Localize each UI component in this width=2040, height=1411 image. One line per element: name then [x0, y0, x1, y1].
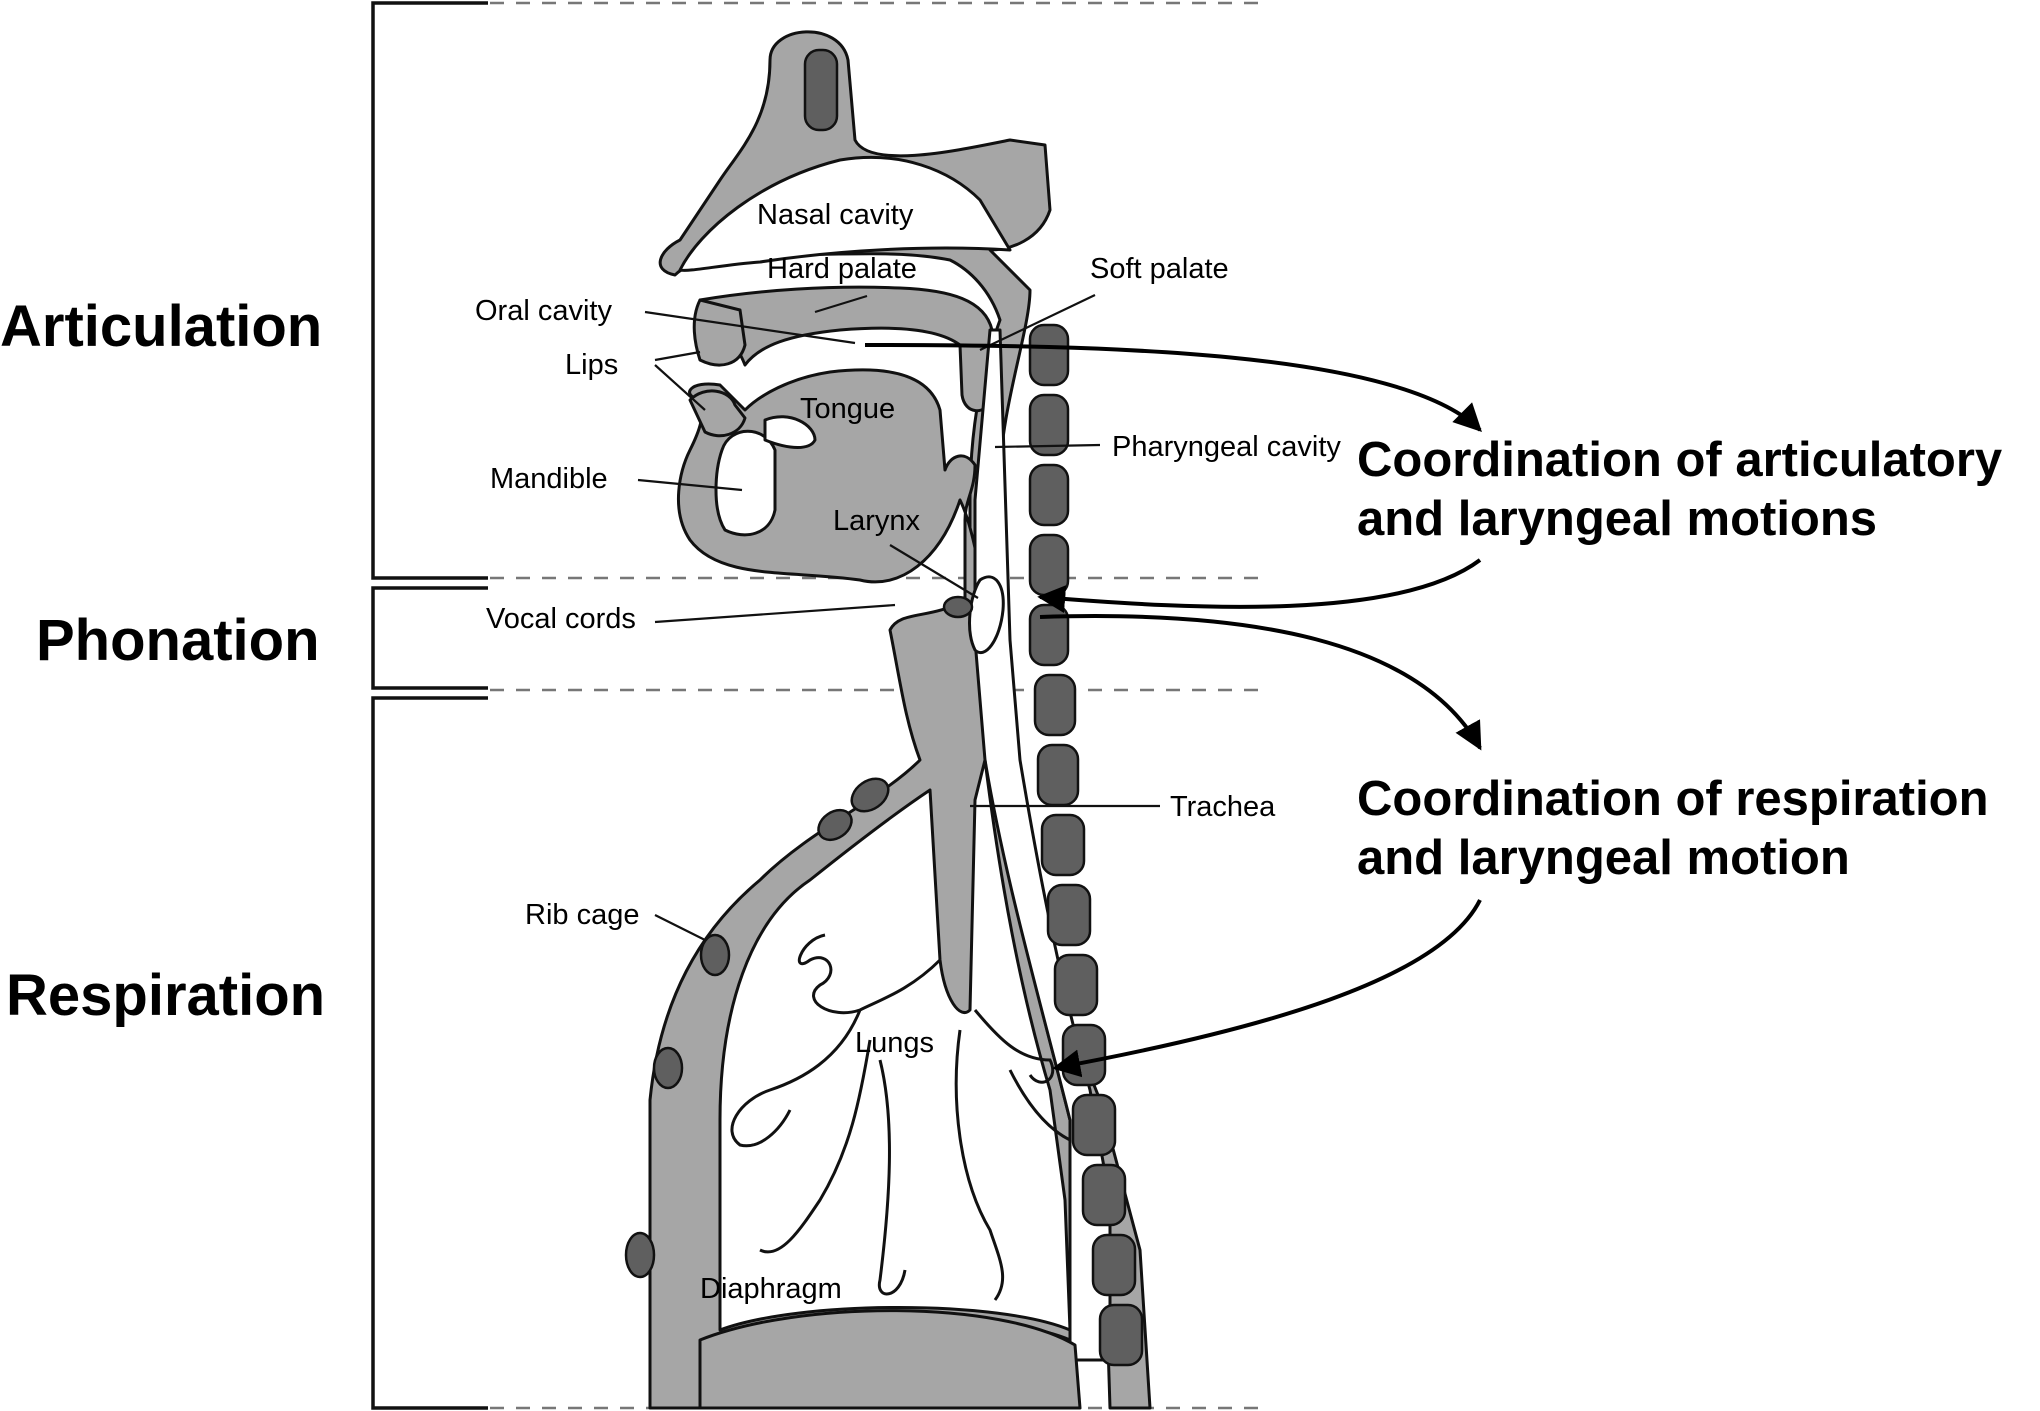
anatomy-illustration — [624, 30, 1152, 1410]
nasal-cavity-label: Nasal cavity — [757, 199, 914, 231]
trachea-label: Trachea — [1170, 791, 1276, 823]
rib-cage-label: Rib cage — [525, 899, 639, 931]
phonation-label: Phonation — [36, 608, 320, 673]
lungs-label: Lungs — [855, 1027, 934, 1059]
upper-lip-shape — [692, 298, 747, 367]
arrow-to-articulatory-label — [864, 343, 1482, 432]
articulation-bracket — [371, 1, 488, 580]
arrow-larynx-to-respiration-label — [1039, 614, 1482, 751]
larynx-label: Larynx — [833, 505, 921, 537]
tongue-label: Tongue — [800, 393, 895, 425]
diaphragm-label: Diaphragm — [700, 1273, 842, 1305]
arrow-articulatory-to-larynx — [1037, 558, 1482, 613]
section-brackets — [371, 1, 488, 1410]
oral-cavity-label: Oral cavity — [475, 295, 612, 327]
lungs-branches — [730, 933, 1071, 1301]
vocal-cords-label: Vocal cords — [486, 603, 636, 635]
diaphragm-shape — [698, 1309, 1082, 1410]
coordination-arrows — [864, 343, 1482, 1078]
coordination-respiration-line1: Coordination of respiration — [1357, 772, 1989, 826]
pharyngeal-cavity-label: Pharyngeal cavity — [1112, 431, 1341, 463]
ribs — [624, 777, 890, 1279]
part-labels: Nasal cavity Hard palate Soft palate Ora… — [475, 199, 1341, 1305]
coordination-articulatory-line1: Coordination of articulatory — [1357, 433, 2002, 487]
phonation-bracket — [371, 586, 488, 690]
coordination-articulatory-line2: and laryngeal motions — [1357, 492, 1877, 546]
coordination-respiration-line2: and laryngeal motion — [1357, 831, 1850, 885]
articulation-label: Articulation — [0, 294, 322, 359]
respiration-bracket — [371, 696, 488, 1410]
lips-label: Lips — [565, 349, 618, 381]
lower-lip-shape — [688, 389, 747, 438]
soft-palate-label: Soft palate — [1090, 253, 1229, 285]
arrow-respiration-to-lungs — [1052, 899, 1482, 1078]
nasal-cavity-shape — [678, 155, 1012, 272]
mandible-hollow — [714, 429, 777, 537]
leader-lines — [637, 294, 1160, 941]
coordination-labels: Coordination of articulatory and larynge… — [1357, 433, 2002, 885]
vertebrae — [803, 48, 1144, 1367]
tongue-tip-hollow — [763, 415, 817, 449]
palate-shape — [698, 285, 994, 413]
section-labels: Articulation Phonation Respiration — [0, 294, 325, 1028]
respiration-label: Respiration — [6, 963, 325, 1028]
thorax-cavity — [718, 758, 1072, 1332]
mandible-label: Mandible — [490, 463, 608, 495]
vocal-cord-shape — [942, 595, 974, 619]
hard-palate-label: Hard palate — [767, 253, 917, 285]
